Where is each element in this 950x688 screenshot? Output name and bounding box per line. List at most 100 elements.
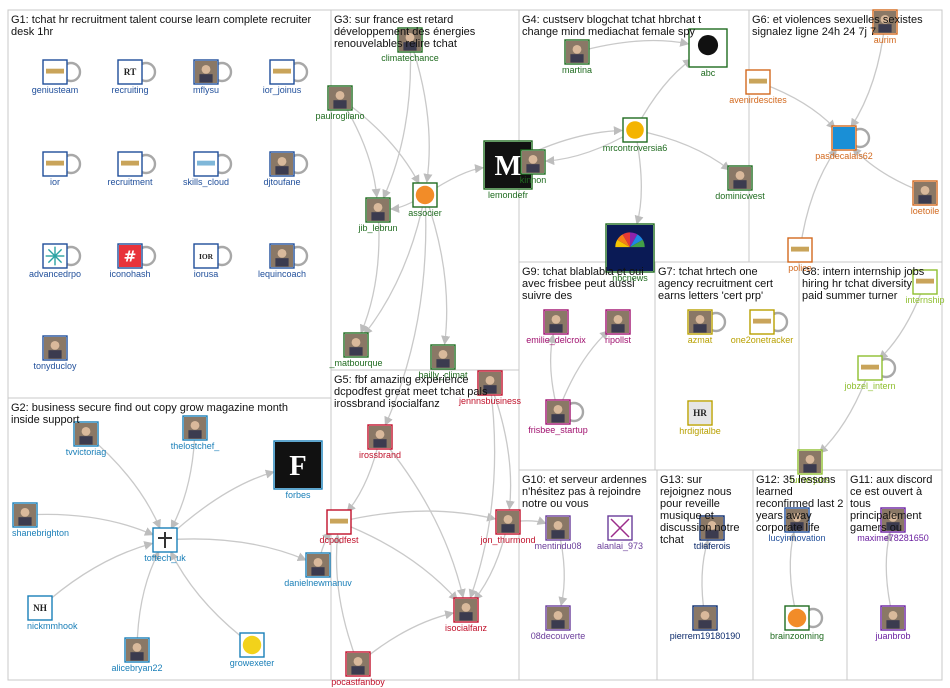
hrdigitalbe-bg <box>689 402 711 424</box>
node-emilie_delcroix[interactable]: emilie_delcroix <box>526 309 586 345</box>
node-label-azmat: azmat <box>688 335 713 345</box>
node-irossbrand[interactable]: irossbrand <box>359 424 401 460</box>
edge-jennnsbusiness-isocialfanz <box>468 382 496 599</box>
edge-toftech_uk-danielnewmanuv <box>164 538 307 561</box>
node-climatechance[interactable]: climatechance <box>381 27 439 63</box>
node-brainzooming[interactable]: brainzooming <box>770 605 824 641</box>
node-juanbrob[interactable]: juanbrob <box>874 605 911 641</box>
node-ripollst[interactable]: ripollst <box>605 309 632 345</box>
node-pocastfanboy[interactable]: pocastfanboy <box>331 651 385 687</box>
node-frisbee_startup[interactable]: frisbee_startup <box>528 399 588 435</box>
node-_matbourque[interactable]: _matbourque <box>328 332 383 368</box>
node-internship[interactable]: internship <box>905 269 945 305</box>
node-djtoufane[interactable]: djtoufane <box>263 151 309 187</box>
node-08decouverte[interactable]: 08decouverte <box>531 605 586 641</box>
isocialfanz-photo-body <box>459 612 473 621</box>
node-alanlai_973[interactable]: alanlai_973 <box>597 515 643 551</box>
group-title-line: G5: fbf amazing experience <box>334 374 469 386</box>
node-nbcnews[interactable]: nbcnews <box>605 223 655 283</box>
node-label-loetoile: loetoile <box>911 206 940 216</box>
node-mentindu08[interactable]: mentindu08 <box>534 515 582 551</box>
node-label-advancedrpo: advancedrpo <box>29 269 81 279</box>
node-label-climatechance: climatechance <box>381 53 439 63</box>
kinnon-photo-head <box>528 154 538 164</box>
node-recruitment[interactable]: recruitment <box>107 151 157 187</box>
node-tvvictoriag[interactable]: tvvictoriag <box>66 421 107 457</box>
node-alicebryan22[interactable]: alicebryan22 <box>111 637 163 673</box>
node-skills_cloud[interactable]: skills_cloud <box>183 151 233 187</box>
edge-growexeter-toftech_uk <box>170 550 253 646</box>
node-geniusteam[interactable]: geniusteam <box>32 59 82 95</box>
node-kinnon[interactable]: kinnon <box>520 149 547 185</box>
node-one2onetracker[interactable]: one2onetracker <box>731 309 794 345</box>
node-mflysu[interactable]: mflysu <box>193 59 233 95</box>
node-jennnsbusiness[interactable]: jennnsbusiness <box>458 370 522 406</box>
node-tdlaferois[interactable]: tdlaferois <box>694 515 731 551</box>
node-azmat[interactable]: azmat <box>687 309 727 345</box>
node-mrcontroversia6[interactable]: mrcontroversia6 <box>603 117 668 153</box>
node-police[interactable]: police <box>787 237 813 273</box>
node-shanebrighton[interactable]: shanebrighton <box>12 502 69 538</box>
node-pasdecalais62[interactable]: pasdecalais62 <box>815 125 873 161</box>
node-tonyducloy[interactable]: tonyducloy <box>33 335 77 371</box>
group-title-line: G3: sur france est retard <box>334 14 453 26</box>
node-label-ripollst: ripollst <box>605 335 632 345</box>
advancedrpo-glyph <box>54 248 63 257</box>
node-abc[interactable]: abc <box>688 28 728 78</box>
node-lequincoach[interactable]: lequincoach <box>258 243 309 279</box>
node-dcpodfest[interactable]: dcpodfest <box>319 509 359 545</box>
node-dominicwest[interactable]: dominicwest <box>715 165 765 201</box>
node-aurim[interactable]: aurim <box>872 9 898 45</box>
node-bailly_climat[interactable]: bailly_climat <box>418 344 468 380</box>
node-avenirdescites[interactable]: avenirdescites <box>729 69 787 105</box>
node-advancedrpo[interactable]: advancedrpo <box>29 243 82 279</box>
node-danielnewmanuv[interactable]: danielnewmanuv <box>284 552 352 588</box>
node-martina[interactable]: martina <box>562 39 592 75</box>
node-jon_thurmond[interactable]: jon_thurmond <box>479 509 536 545</box>
node-label-mrcontroversia6: mrcontroversia6 <box>603 143 668 153</box>
frisbee_startup-photo-head <box>553 404 563 414</box>
maxime78281650-photo-body <box>886 522 900 531</box>
recruiting-glyph: RT <box>124 67 137 77</box>
node-thelostchef_[interactable]: thelostchef_ <box>171 415 221 451</box>
node-pierrem19180190[interactable]: pierrem19180190 <box>670 605 741 641</box>
node-turnerjobs[interactable]: turnerjobs <box>790 449 831 485</box>
shanebrighton-photo-head <box>20 507 30 517</box>
advancedrpo-glyph <box>47 255 56 264</box>
irossbrand-photo-body <box>373 439 387 448</box>
node-isocialfanz[interactable]: isocialfanz <box>445 597 488 633</box>
node-jib_lebrun[interactable]: jib_lebrun <box>357 197 398 233</box>
node-loetoile[interactable]: loetoile <box>911 180 940 216</box>
pierrem19180190-photo-head <box>700 610 710 620</box>
group-title-line: paid summer turner <box>802 290 898 302</box>
juanbrob-photo-body <box>886 620 900 629</box>
node-lucyinnovation[interactable]: lucyinnovation <box>768 507 826 543</box>
jennnsbusiness-photo-head <box>485 375 495 385</box>
node-label-tonyducloy: tonyducloy <box>33 361 77 371</box>
climatechance-photo-body <box>403 42 417 51</box>
_matbourque-photo-head <box>351 337 361 347</box>
iorusa-bg <box>195 245 217 267</box>
node-label-jennnsbusiness: jennnsbusiness <box>458 396 522 406</box>
node-ior_joinus[interactable]: ior_joinus <box>263 59 309 95</box>
node-toftech_uk[interactable]: toftech_uk <box>144 527 186 563</box>
group-title-line: tous <box>850 498 871 510</box>
node-iconohash[interactable]: #iconohash <box>109 243 157 279</box>
node-paulrogliano[interactable]: paulrogliano <box>315 85 365 121</box>
abc-disc <box>697 35 719 56</box>
group-title-line: G2: business secure find out copy grow m… <box>11 402 288 414</box>
node-jobzel_intern[interactable]: jobzel_intern <box>843 355 897 391</box>
node-growexeter[interactable]: growexeter <box>230 632 275 668</box>
node-maxime78281650[interactable]: maxime78281650 <box>857 507 929 543</box>
danielnewmanuv-photo-body <box>311 567 325 576</box>
node-associer[interactable]: associer <box>408 182 442 218</box>
node-label-mentindu08: mentindu08 <box>534 541 581 551</box>
advancedrpo-glyph <box>47 248 56 257</box>
node-ior[interactable]: ior <box>42 151 82 187</box>
